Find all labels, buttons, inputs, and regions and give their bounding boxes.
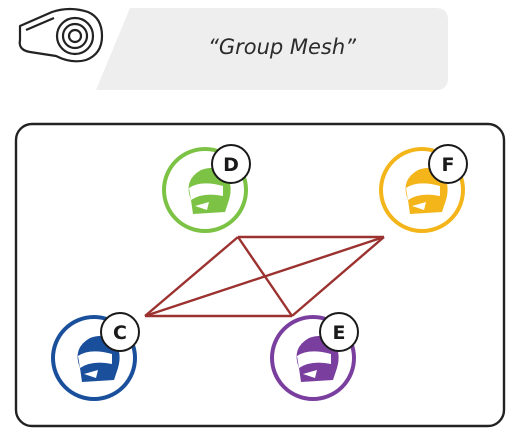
node-label: C [113, 322, 127, 344]
node-e: E [270, 312, 359, 401]
mesh-link-c-d [144, 236, 239, 317]
intercom-device-icon [18, 7, 104, 63]
banner-title: “Group Mesh” [208, 35, 357, 59]
node-badge [319, 312, 359, 352]
node-badge [211, 144, 251, 184]
node-label: E [333, 322, 346, 344]
node-badge [428, 144, 468, 184]
node-label: D [223, 154, 239, 176]
node-badge [100, 312, 140, 352]
mesh-link-d-e [237, 236, 293, 317]
mesh-nodes: D F C E [51, 144, 468, 401]
diagram-frame [14, 122, 506, 428]
header: “Group Mesh” [18, 7, 448, 90]
node-label: F [442, 154, 455, 176]
node-f: F [379, 144, 468, 233]
node-c: C [51, 312, 140, 401]
mesh-link-f-e [291, 236, 385, 317]
mesh-diagram: D F C E [14, 122, 506, 428]
mesh-links [144, 235, 385, 318]
banner-background [96, 8, 448, 90]
node-d: D [162, 144, 251, 233]
